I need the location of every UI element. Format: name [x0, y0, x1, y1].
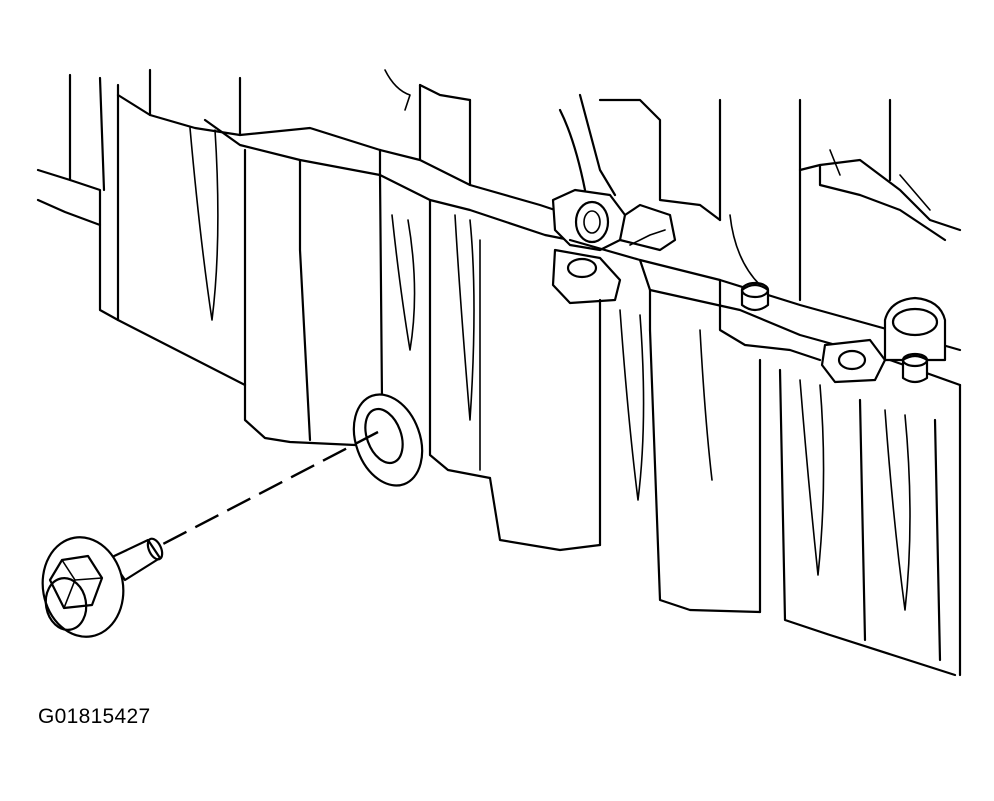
drain-plug-bolt: [41, 536, 164, 638]
drain-hole-seat: [352, 393, 424, 487]
oil-pan-housing: [36, 68, 962, 677]
install-guide-line: [162, 430, 379, 546]
figure-id-label: G01815427: [38, 705, 151, 728]
